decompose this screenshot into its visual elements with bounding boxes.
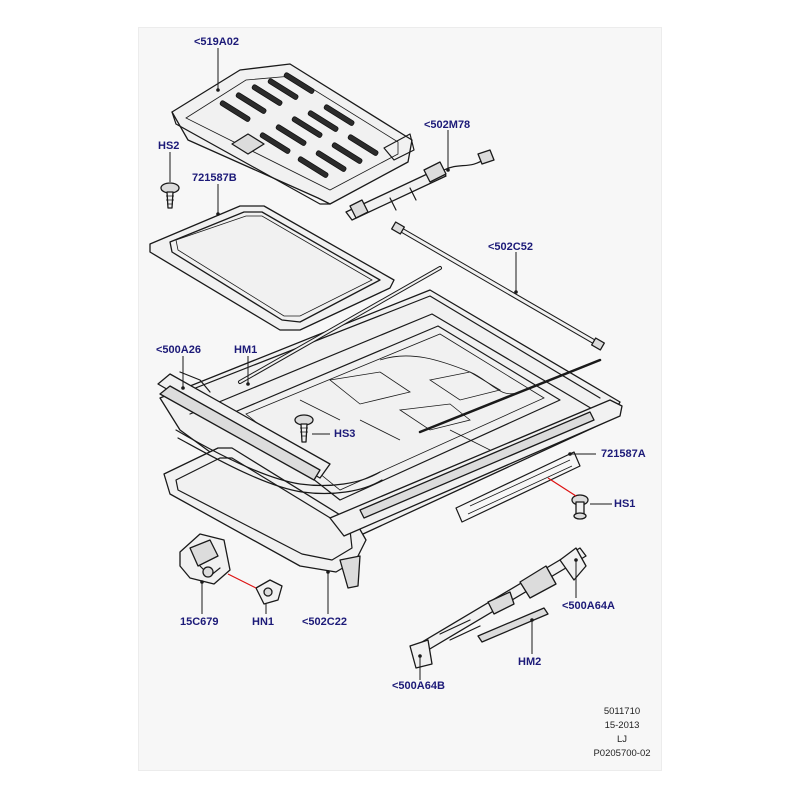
glass-panel-vents xyxy=(219,72,379,178)
cable-harness-502m78 xyxy=(345,149,495,221)
callout-hn1: HN1 xyxy=(252,616,275,628)
callout-hm1: HM1 xyxy=(234,344,258,356)
sunroof-motor-15c679 xyxy=(179,533,231,585)
callout-721587a: 721587A xyxy=(601,448,646,460)
drain-tube-502c52 xyxy=(391,221,605,351)
callout-519a02: <519A02 xyxy=(194,36,239,48)
reference-illustration-id: P0205700-02 xyxy=(593,748,651,759)
leader-lines xyxy=(169,48,612,680)
glass-seal-721587b xyxy=(149,205,395,331)
callout-502c52: <502C52 xyxy=(488,241,533,253)
screw-hs1 xyxy=(571,494,589,520)
callout-hs1: HS1 xyxy=(614,498,636,510)
callout-500a64a: <500A64A xyxy=(562,600,615,612)
reference-block: 5011710 15-2013 LJ P0205700-02 xyxy=(580,706,664,759)
callout-502c22: <502C22 xyxy=(302,616,347,628)
callout-502m78: <502M78 xyxy=(424,119,471,131)
screw-hs2 xyxy=(160,182,180,209)
guide-frame-502c22 xyxy=(163,429,383,589)
mechanism-500a64 xyxy=(409,547,587,669)
reference-number: 5011710 xyxy=(603,706,641,717)
callout-hs3: HS3 xyxy=(334,428,356,440)
callout-hm2: HM2 xyxy=(518,656,542,668)
callout-500a26: <500A26 xyxy=(156,344,201,356)
screw-hs3 xyxy=(294,414,314,443)
callout-721587b: 721587B xyxy=(192,172,237,184)
reference-model: LJ xyxy=(616,734,628,745)
clip-hn1 xyxy=(255,579,283,605)
wind-deflector-500a26 xyxy=(157,371,331,481)
callout-15c679: 15C679 xyxy=(180,616,219,628)
callout-hs2: HS2 xyxy=(158,140,180,152)
reference-date: 15-2013 xyxy=(604,720,640,731)
callout-500a64b: <500A64B xyxy=(392,680,445,692)
glass-panel-519a02 xyxy=(171,63,415,205)
side-rail-721587a xyxy=(329,399,623,537)
